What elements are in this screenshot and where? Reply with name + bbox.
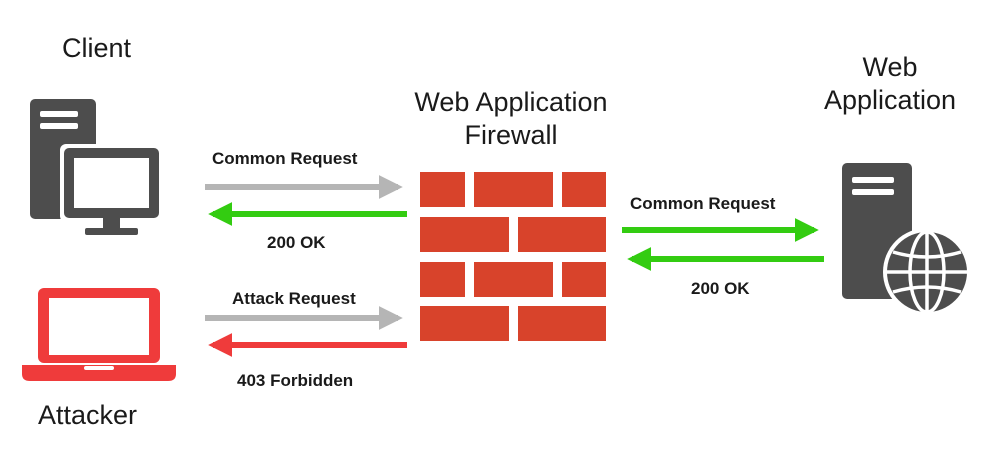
- laptop-icon: [22, 288, 176, 381]
- client-response-label: 200 OK: [267, 233, 326, 252]
- attack-request-label: Attack Request: [232, 289, 356, 308]
- webapp-label-line2: Application: [823, 85, 957, 115]
- server-globe-icon: [842, 163, 971, 316]
- brick-wall-icon: [420, 172, 606, 341]
- app-request-label: Common Request: [630, 194, 776, 213]
- client-request-label: Common Request: [212, 149, 358, 168]
- attacker-label: Attacker: [38, 400, 138, 430]
- desktop-computer-icon: [30, 99, 163, 235]
- attack-response-label: 403 Forbidden: [237, 371, 354, 390]
- app-response-label: 200 OK: [691, 279, 750, 298]
- waf-label-line2: Firewall: [464, 120, 558, 150]
- client-label: Client: [62, 33, 132, 63]
- webapp-label-line1: Web: [862, 52, 918, 82]
- waf-label-line1: Web Application: [414, 87, 608, 117]
